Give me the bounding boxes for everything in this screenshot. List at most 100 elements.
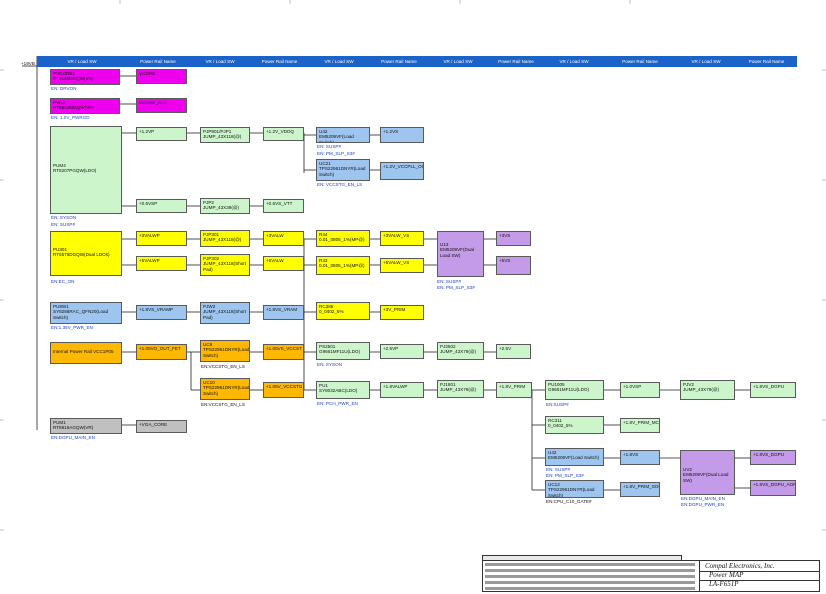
header-cell: Power Rail Name — [261, 59, 298, 64]
enable-label: EN: SYSON — [317, 362, 343, 367]
rail-block: +3VS — [496, 231, 531, 246]
jumper-block: PJW2 JUMP_43X118(Short Pad) — [200, 302, 250, 324]
rail-block: +1.2V_VDDQ — [263, 127, 304, 141]
enable-label: EN:DGPU_MAIN_EN — [681, 496, 725, 501]
enable-label: EN: DRVON — [51, 86, 77, 91]
enable-label: EN: SUSP# — [546, 467, 570, 472]
title-block-gray-text-3 — [485, 575, 695, 578]
document-title: Power MAP — [709, 571, 744, 579]
rail-block: +1.8VS_DGPU — [750, 382, 796, 398]
header-cell: VR / Load SW — [443, 59, 473, 64]
enable-label: EN: PCH_PWR_EN — [317, 401, 358, 406]
title-block-gray-text-4 — [485, 581, 695, 584]
load-switch-block: UC21 TPS22961DNYR(Load Switch) — [316, 159, 370, 181]
title-block-header — [482, 555, 682, 561]
jumper-block: PJ2502 JUMP_43X79(@) — [437, 342, 484, 360]
vr-block: PUM4 RT8207PGQW(LDO) — [50, 126, 122, 214]
title-block-gray-text-2 — [485, 569, 695, 572]
header-cell: VR / Load SW — [559, 59, 589, 64]
title-block-gray-text-1 — [485, 563, 695, 566]
resistor-block: RC311 0_0402_5% — [545, 416, 604, 434]
rail-block: +3VALWP — [136, 231, 187, 246]
enable-label: EN: SUSP# — [317, 144, 341, 149]
jumper-block: PJ1801 JUMP_43X79(@) — [437, 380, 484, 398]
jumper-block: PJP302 JUMP_43X118(Short Pad) — [200, 254, 250, 276]
rail-block: +0.6VSP — [136, 199, 187, 213]
load-switch-block: UC9 TPS22961DNYR(Load Switch) — [200, 340, 250, 362]
enable-label: EN: VCCSTG_EN_LS — [317, 182, 363, 187]
load-switch-block: U42 EM5209VF(Load Switch) — [545, 448, 604, 466]
input-rail-label: +19VB — [21, 61, 35, 66]
enable-label: EN:1.35V_PWR_EN — [51, 325, 93, 330]
load-switch-block: UC12 TPS22961DNYR(Load Switch) — [545, 480, 604, 498]
header-cell: Power Rail Name — [498, 59, 534, 64]
rail-block: +1.05V_VCCSTG — [263, 382, 304, 398]
enable-label: EN: 1.0V_PWRGD — [51, 115, 90, 120]
enable-label: EN: PM_SLP_S3# — [317, 151, 355, 156]
header-cell: Power Rail Name — [748, 59, 785, 64]
jumper-block: PJP2 JUMP_43X39(@) — [200, 198, 250, 214]
load-switch-block: U13 EM5209VF(Dual Load SW) — [437, 231, 484, 277]
rail-block: +1.8V_PRIM_SOC — [620, 482, 660, 497]
header-bar — [37, 56, 797, 67]
header-cell: Power Rail Name — [381, 59, 417, 64]
rail-block: +1.8VS_VRAMP — [136, 305, 187, 320]
header-cell: VR / Load SW — [691, 59, 721, 64]
vr-block: PUM1 RT8816AGQW(VR) — [50, 418, 122, 434]
rail-block: +5VALW_VS — [380, 258, 424, 273]
rail-block: +1.8VS_VRAM — [263, 305, 304, 320]
enable-label: EN:CPU_C10_GATE# — [546, 499, 592, 504]
rail-block: +3V_PRIM — [380, 305, 424, 320]
rail-block: +5VALWP — [136, 256, 187, 271]
enable-label: EN: SUSP# — [437, 279, 461, 284]
title-block-divider — [699, 571, 819, 572]
load-switch-block: UC10 TPS22961DNYR(Load Switch) — [200, 378, 250, 400]
resistor-block: R44 0.01_0805_1%(MP@) — [316, 230, 370, 247]
rail-block: +1.05VS_VCCST — [263, 344, 304, 360]
model-number: LA-F651P — [709, 580, 739, 588]
jumper-block: PJP901/PJP1 JUMP_43X118(@) — [200, 127, 250, 143]
vr-block: PVCORE1 RT8166DGQW(VR) — [50, 69, 120, 85]
rail-block: +1.2V_VCCPLL_OC — [380, 162, 424, 180]
enable-label: EN:VCCSTG_EN_LS — [201, 364, 245, 369]
load-switch-block: UV2 EM5209VF(Dual Load SW) — [680, 450, 735, 495]
rail-block: VCORE — [136, 69, 187, 84]
enable-label: EN:DGPU_MAIN_EN — [51, 435, 95, 440]
rail-block: +5VALW — [263, 256, 304, 271]
jumper-block: PJP301 JUMP_43X118(@) — [200, 230, 250, 247]
vr-block: Internal Power Rail VCC1P05 — [50, 342, 122, 364]
vr-block: PVR2 RT6644MGQW(VR) — [50, 98, 120, 114]
rail-block: VCORE_AUX — [136, 98, 187, 113]
ldo-block: PS2501 G9661MF11U(LDO) — [316, 342, 370, 360]
resistor-block: RC385 0_0402_5% — [316, 302, 370, 320]
ldo-block: PU1 SY8032ABC(LDO) — [316, 381, 370, 399]
enable-label: EN: PM_SLP_S3# — [437, 285, 475, 290]
resistor-block: R43 0.01_0805_1%(MP@) — [316, 256, 370, 275]
rail-block: +1.8VALWP — [380, 382, 424, 398]
rail-block: +2.5V — [496, 344, 531, 359]
enable-label: EN: SYSON — [51, 215, 77, 220]
rail-block: +1.2VP — [136, 127, 187, 141]
vr-block: PU301 RT6575DGQW(Dual LDOs) — [50, 231, 122, 276]
title-block-divider — [699, 580, 819, 581]
header-cell: Power Rail Name — [622, 59, 658, 64]
jumper-block: PJV2 JUMP_43X79(@) — [680, 380, 735, 400]
rail-block: +5VS — [496, 256, 531, 275]
rail-block: +1.8VS_DGPU — [750, 450, 796, 465]
enable-label: EN: PM_SLP_S3# — [546, 473, 584, 478]
rail-block: +1.0VSP — [620, 382, 660, 398]
rail-block: +3VALW — [263, 231, 304, 246]
header-cell: VR / Load SW — [205, 59, 235, 64]
enable-label: EN:SUSP# — [546, 402, 569, 407]
enable-label: EN: SUSP# — [51, 222, 75, 227]
rail-block: +1.2VS — [380, 127, 424, 143]
vr-block: PU8W1 SY8288RAC_QFN20(Load Switch) — [50, 302, 122, 324]
rail-block: +3VALW_VS — [380, 231, 424, 246]
rail-block: +0.6VS_VTT — [263, 199, 304, 213]
header-cell: VR / Load SW — [324, 59, 354, 64]
rail-block: +1.8V_PRIM — [496, 382, 532, 398]
title-block-divider — [699, 561, 700, 591]
title-block: Compal Electronics, Inc. Power MAP LA-F6… — [482, 560, 820, 592]
rail-block: +1.05VO_OUT_FET — [136, 344, 187, 360]
